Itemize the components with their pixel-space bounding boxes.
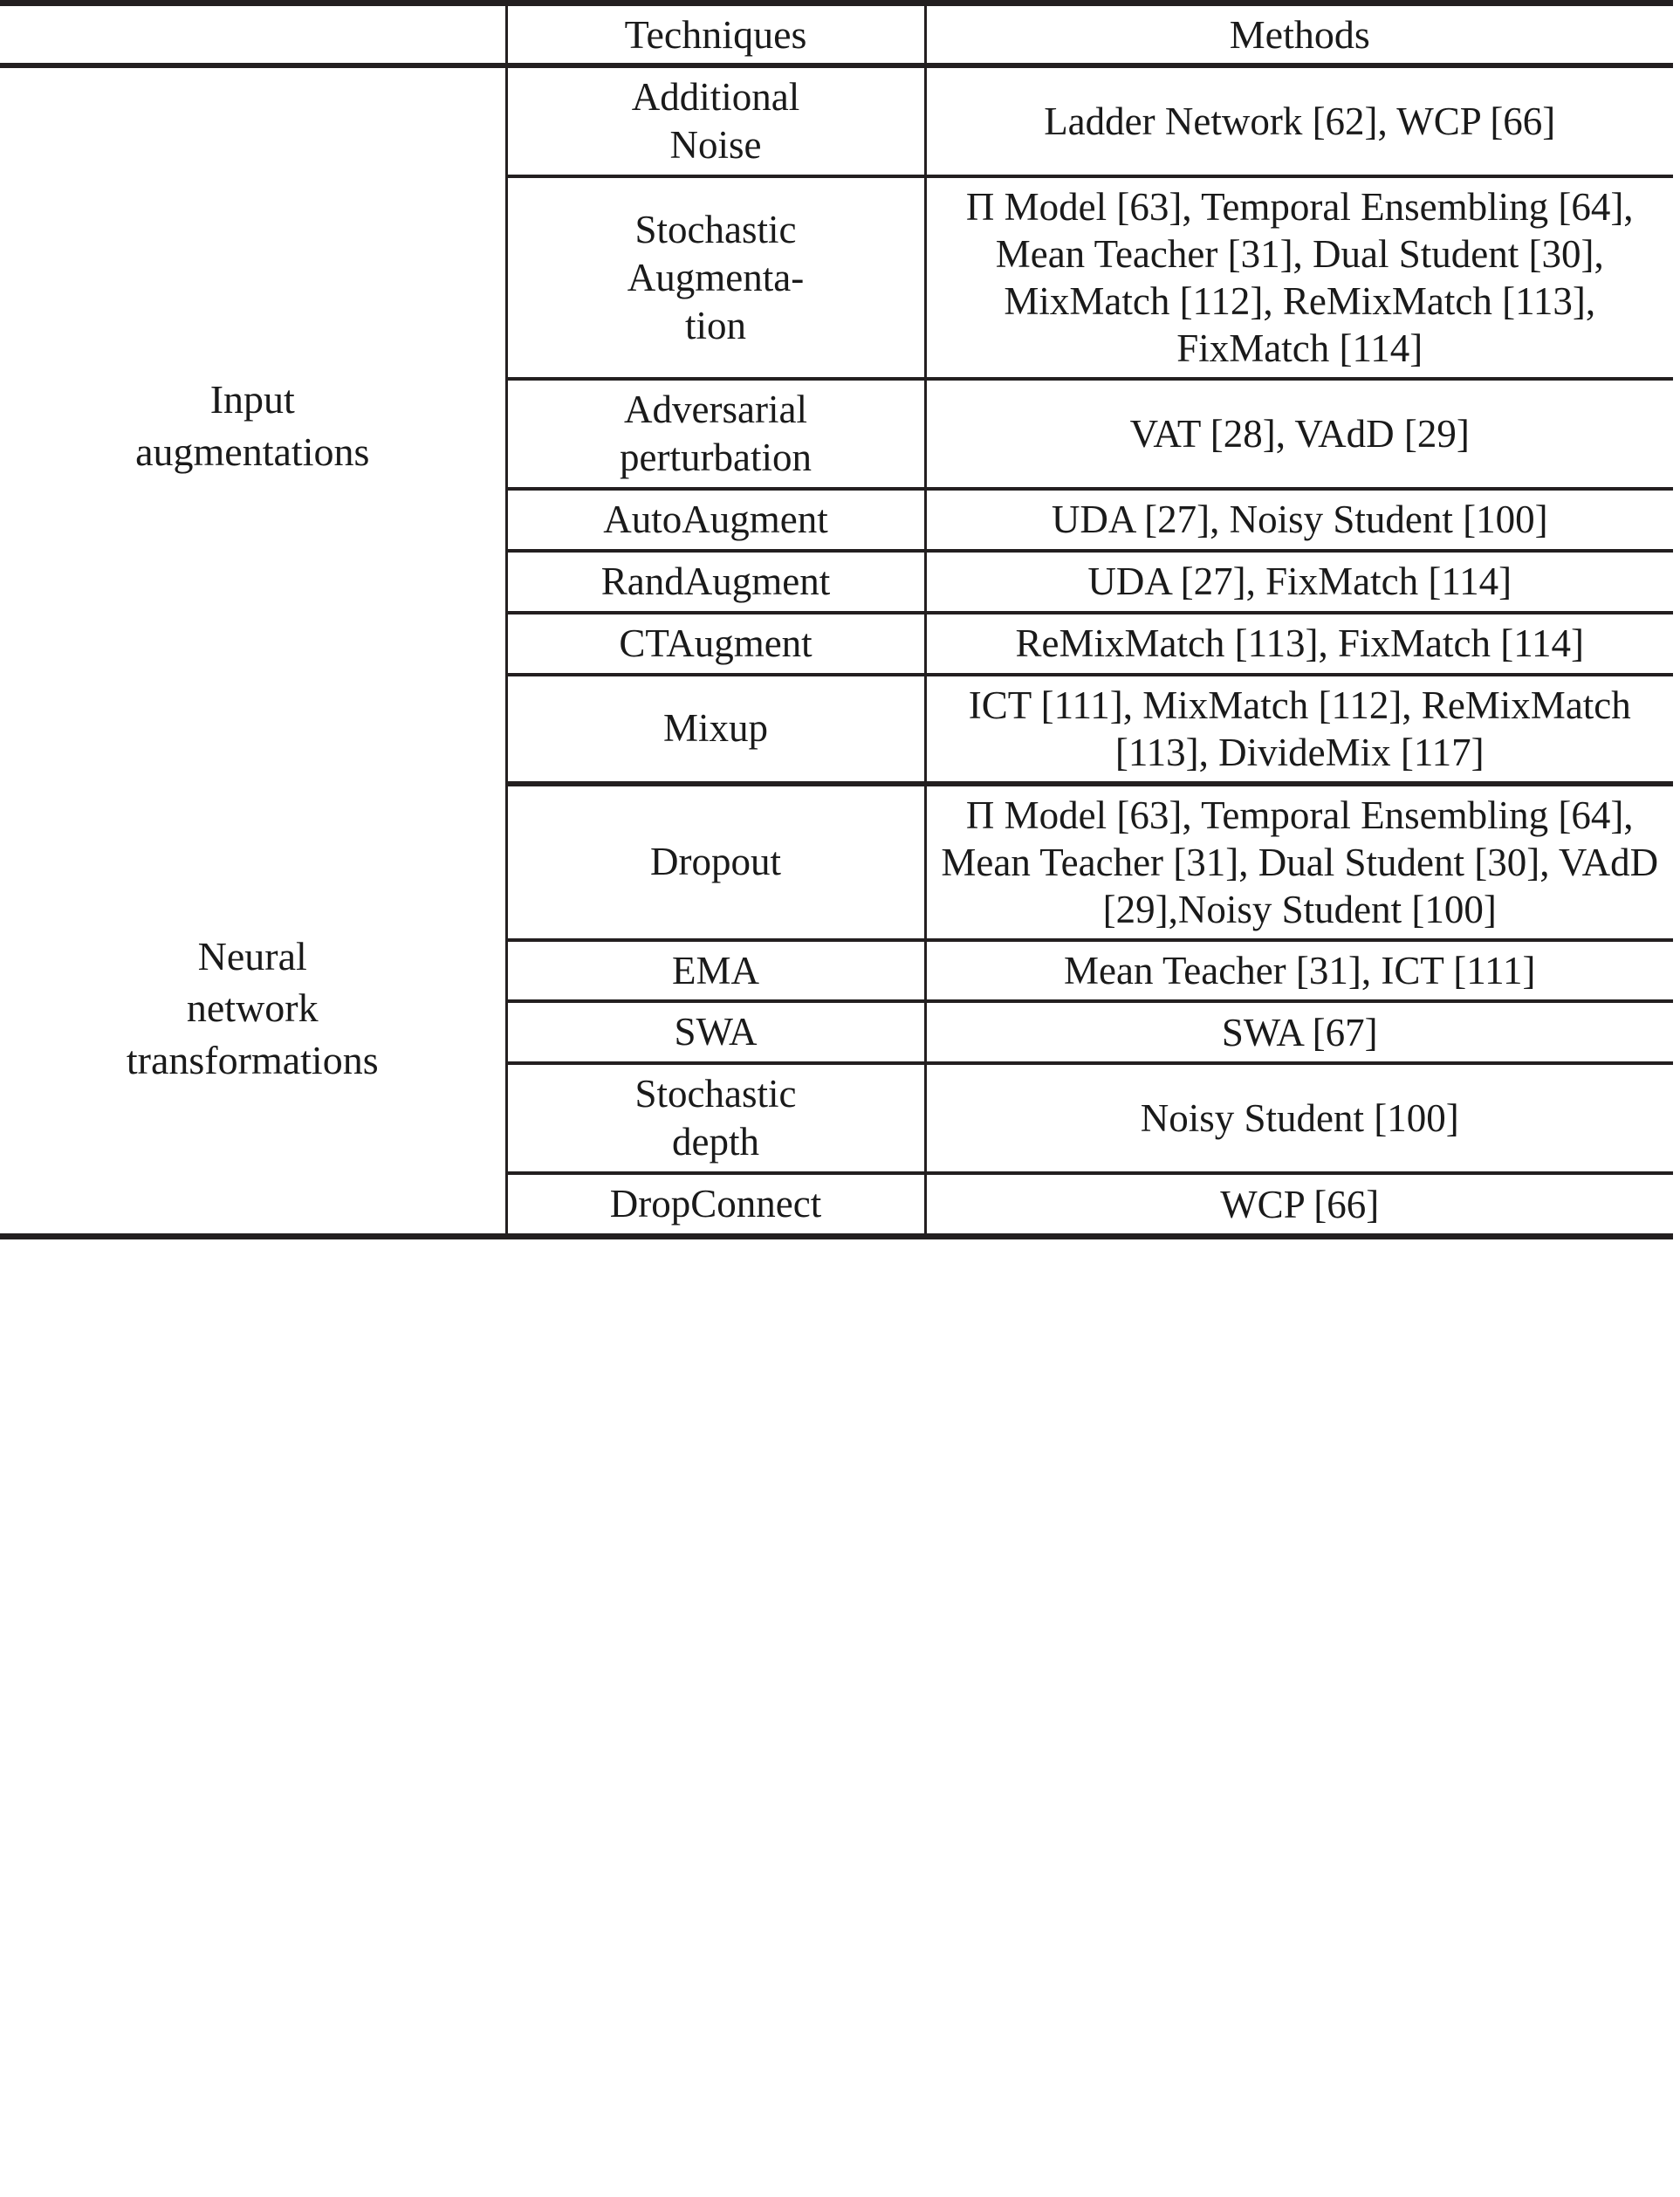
- group-label-neural-network-transformations: Neural network transformations: [0, 783, 506, 1240]
- technique-swa: SWA: [504, 1001, 927, 1066]
- table-row: Mixup ICT [111], MixMatch [112], ReMixMa…: [0, 674, 1673, 786]
- group-label-input-augmentations: Input augmentations: [0, 65, 506, 783]
- methods-adversarial-perturbation: VAT [28], VAdD [29]: [925, 379, 1673, 491]
- methods-stochastic-depth: Noisy Student [100]: [925, 1063, 1673, 1176]
- methods-swa: SWA [67]: [925, 1001, 1673, 1066]
- methods-dropconnect: WCP [66]: [925, 1173, 1673, 1240]
- technique-dropconnect: DropConnect: [504, 1173, 927, 1240]
- table-row: RandAugment UDA [27], FixMatch [114]: [0, 550, 1673, 614]
- technique-stochastic-augmentation: Stochastic Augmenta- tion: [504, 176, 927, 381]
- header-group-empty: [0, 0, 506, 69]
- table-row: Neural network transformations Dropout Π…: [0, 783, 1673, 1240]
- table-row: Stochastic Augmenta- tion Π Model [63], …: [0, 176, 1673, 381]
- methods-additional-noise: Ladder Network [62], WCP [66]: [925, 65, 1673, 179]
- group-label-text: Input augmentations: [135, 377, 370, 474]
- technique-stochastic-depth: Stochastic depth: [504, 1063, 927, 1176]
- technique-mixup: Mixup: [504, 674, 927, 786]
- technique-ema: EMA: [504, 939, 927, 1004]
- methods-mixup: ICT [111], MixMatch [112], ReMixMatch [1…: [925, 674, 1673, 786]
- semi-supervised-techniques-table: Techniques Methods Input augmentations A…: [0, 0, 1673, 1240]
- technique-adversarial-perturbation: Adversarial perturbation: [504, 379, 927, 491]
- technique-autoaugment: AutoAugment: [504, 488, 927, 553]
- methods-dropout: Π Model [63], Temporal Ensembling [64], …: [925, 783, 1673, 942]
- table-container: Techniques Methods Input augmentations A…: [0, 0, 1673, 1240]
- table-header-row: Techniques Methods: [0, 0, 1673, 69]
- table-row: EMA Mean Teacher [31], ICT [111]: [0, 939, 1673, 1004]
- table-row: SWA SWA [67]: [0, 1001, 1673, 1066]
- technique-randaugment: RandAugment: [504, 550, 927, 614]
- methods-ema: Mean Teacher [31], ICT [111]: [925, 939, 1673, 1004]
- table-row: DropConnect WCP [66]: [0, 1173, 1673, 1240]
- table-row: Adversarial perturbation VAT [28], VAdD …: [0, 379, 1673, 491]
- methods-randaugment: UDA [27], FixMatch [114]: [925, 550, 1673, 614]
- methods-autoaugment: UDA [27], Noisy Student [100]: [925, 488, 1673, 553]
- methods-ctaugment: ReMixMatch [113], FixMatch [114]: [925, 612, 1673, 676]
- technique-dropout: Dropout: [504, 783, 927, 942]
- group-label-text: Neural network transformations: [126, 933, 379, 1083]
- table-row: Input augmentations Additional Noise Lad…: [0, 65, 1673, 474]
- header-methods: Methods: [925, 0, 1673, 69]
- table-row: Stochastic depth Noisy Student [100]: [0, 1063, 1673, 1176]
- header-techniques: Techniques: [504, 0, 927, 69]
- technique-additional-noise: Additional Noise: [504, 65, 927, 179]
- technique-ctaugment: CTAugment: [504, 612, 927, 676]
- table-row: CTAugment ReMixMatch [113], FixMatch [11…: [0, 612, 1673, 676]
- table-row: AutoAugment UDA [27], Noisy Student [100…: [0, 488, 1673, 553]
- methods-stochastic-augmentation: Π Model [63], Temporal Ensembling [64], …: [925, 176, 1673, 381]
